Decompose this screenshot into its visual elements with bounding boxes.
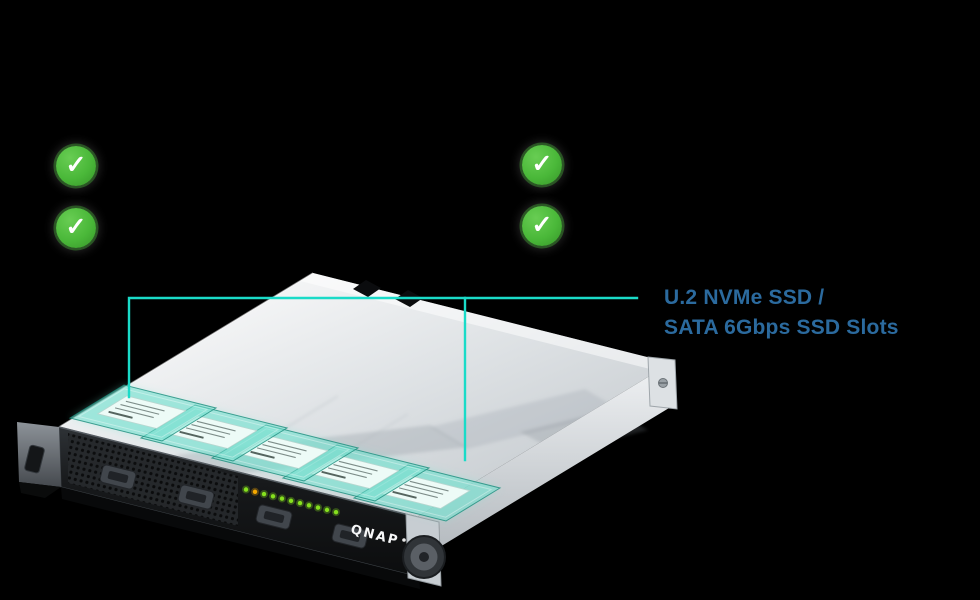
check-icon: ✓: [56, 208, 96, 248]
caption-line-1: U.2 NVMe SSD /: [664, 286, 825, 309]
checkmark-glyph: ✓: [531, 149, 553, 178]
check-icon: ✓: [56, 146, 96, 186]
callout-caption: U.2 NVMe SSD / SATA 6Gbps SSD Slots: [664, 283, 899, 343]
tray-latches: [99, 464, 369, 549]
check-icon: ✓: [522, 145, 562, 185]
power-led: [402, 538, 406, 542]
caption-line-2: SATA 6Gbps SSD Slots: [664, 316, 899, 339]
callout-lines: [127, 296, 639, 462]
status-led-row: [242, 485, 340, 517]
caster-wheel: [402, 535, 446, 579]
chassis-body: QNAP: [17, 272, 678, 589]
ssd-drive-bays: [68, 384, 502, 522]
ssd-tray: [68, 384, 218, 442]
chassis-bottom: [61, 487, 420, 589]
check-icon: ✓: [522, 206, 562, 246]
right-side-rail: [417, 363, 674, 559]
checkmark-glyph: ✓: [65, 212, 87, 241]
left-rack-ear: [17, 422, 61, 498]
checkmark-glyph: ✓: [531, 210, 553, 239]
checkmark-glyph: ✓: [65, 150, 87, 179]
